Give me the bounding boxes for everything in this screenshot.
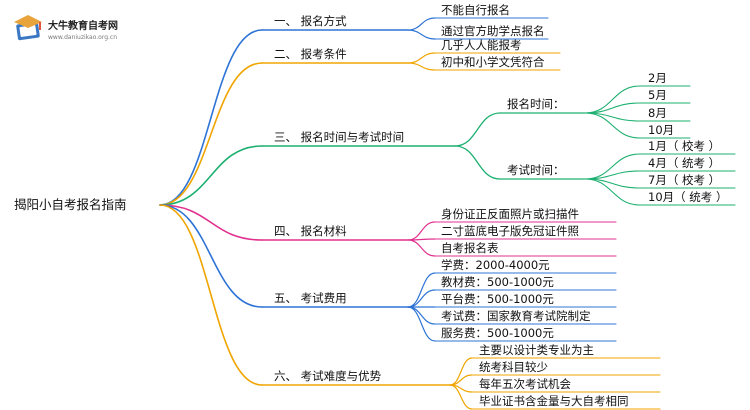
connector-line [159, 145, 263, 206]
connector-line [454, 145, 501, 180]
leaf-label: 5月 [648, 88, 667, 102]
leaf-label: 毕业证书含金量与大自考相同 [479, 394, 629, 408]
leaf-label: 8月 [648, 106, 667, 120]
connector-line [407, 306, 436, 342]
leaf-label: 10月 [648, 123, 674, 137]
leaf-label: 不能自行报名 [441, 3, 510, 17]
connector-line [407, 62, 436, 71]
leaf-label: 几乎人人能报考 [441, 38, 522, 52]
connector-line [407, 17, 436, 31]
leaf-label: 通过官方助学点报名 [441, 24, 545, 38]
connector-line [159, 204, 263, 241]
leaf-label: 统考科目较少 [479, 360, 548, 374]
branch-label: 四、 报名材料 [274, 224, 347, 238]
leaf-label: 考试费：国家教育考试院制定 [441, 309, 591, 323]
leaf-label: 自考报名表 [441, 241, 499, 255]
leaf-label: 教材费：500-1000元 [441, 275, 554, 289]
connector-line [584, 178, 641, 206]
connector-line [407, 52, 436, 64]
connector-line [449, 357, 473, 386]
connector-line [407, 306, 436, 325]
sub-topic-label: 考试时间： [507, 163, 565, 177]
branch-label: 二、 报考条件 [274, 47, 347, 61]
connector-line [407, 29, 436, 40]
leaf-label: 7月（ 校考 ） [648, 173, 720, 187]
branch-label: 六、 考试难度与优势 [274, 369, 382, 383]
leaf-label: 4月（ 统考 ） [648, 156, 720, 170]
leaf-label: 初中和小学文凭符合 [441, 55, 545, 69]
leaf-label: 服务费：500-1000元 [441, 326, 554, 340]
leaf-label: 二寸蓝底电子版免冠证件照 [441, 224, 579, 238]
root-topic: 揭阳小自考报名指南 [14, 197, 127, 212]
connector-line [584, 112, 641, 139]
connector-line [407, 289, 436, 308]
connector-line [407, 239, 436, 257]
connector-line [159, 62, 263, 206]
connector-line [584, 85, 641, 114]
leaf-label: 身份证正反面照片或扫描件 [441, 207, 579, 221]
logo-title: 大牛教育自考网 [48, 19, 118, 32]
connector-line [159, 204, 263, 308]
leaf-label: 10月（ 统考 ） [648, 190, 727, 204]
graduation-cap-icon [14, 15, 42, 41]
leaf-label: 主要以设计类专业为主 [479, 343, 594, 357]
leaf-label: 平台费：500-1000元 [441, 292, 554, 306]
connector-line [159, 29, 263, 206]
branch-label: 一、 报名方式 [274, 14, 347, 28]
connector-line [407, 221, 436, 241]
connector-lines [159, 17, 736, 410]
sub-topic-label: 报名时间： [507, 97, 565, 111]
connector-line [454, 112, 501, 147]
branch-label: 三、 报名时间与考试时间 [274, 130, 404, 144]
logo-subtitle: www.daniuzikao.org.cn [48, 34, 117, 41]
logo: 大牛教育自考网 www.daniuzikao.org.cn [14, 15, 118, 41]
branch-label: 五、 考试费用 [274, 291, 347, 305]
leaf-label: 学费：2000-4000元 [441, 258, 550, 272]
leaf-label: 每年五次考试机会 [479, 377, 571, 391]
leaf-label: 2月 [648, 71, 667, 85]
connector-line [407, 272, 436, 308]
connector-line [159, 204, 263, 386]
leaf-label: 1月（ 校考 ） [648, 139, 720, 153]
connector-line [449, 384, 473, 410]
